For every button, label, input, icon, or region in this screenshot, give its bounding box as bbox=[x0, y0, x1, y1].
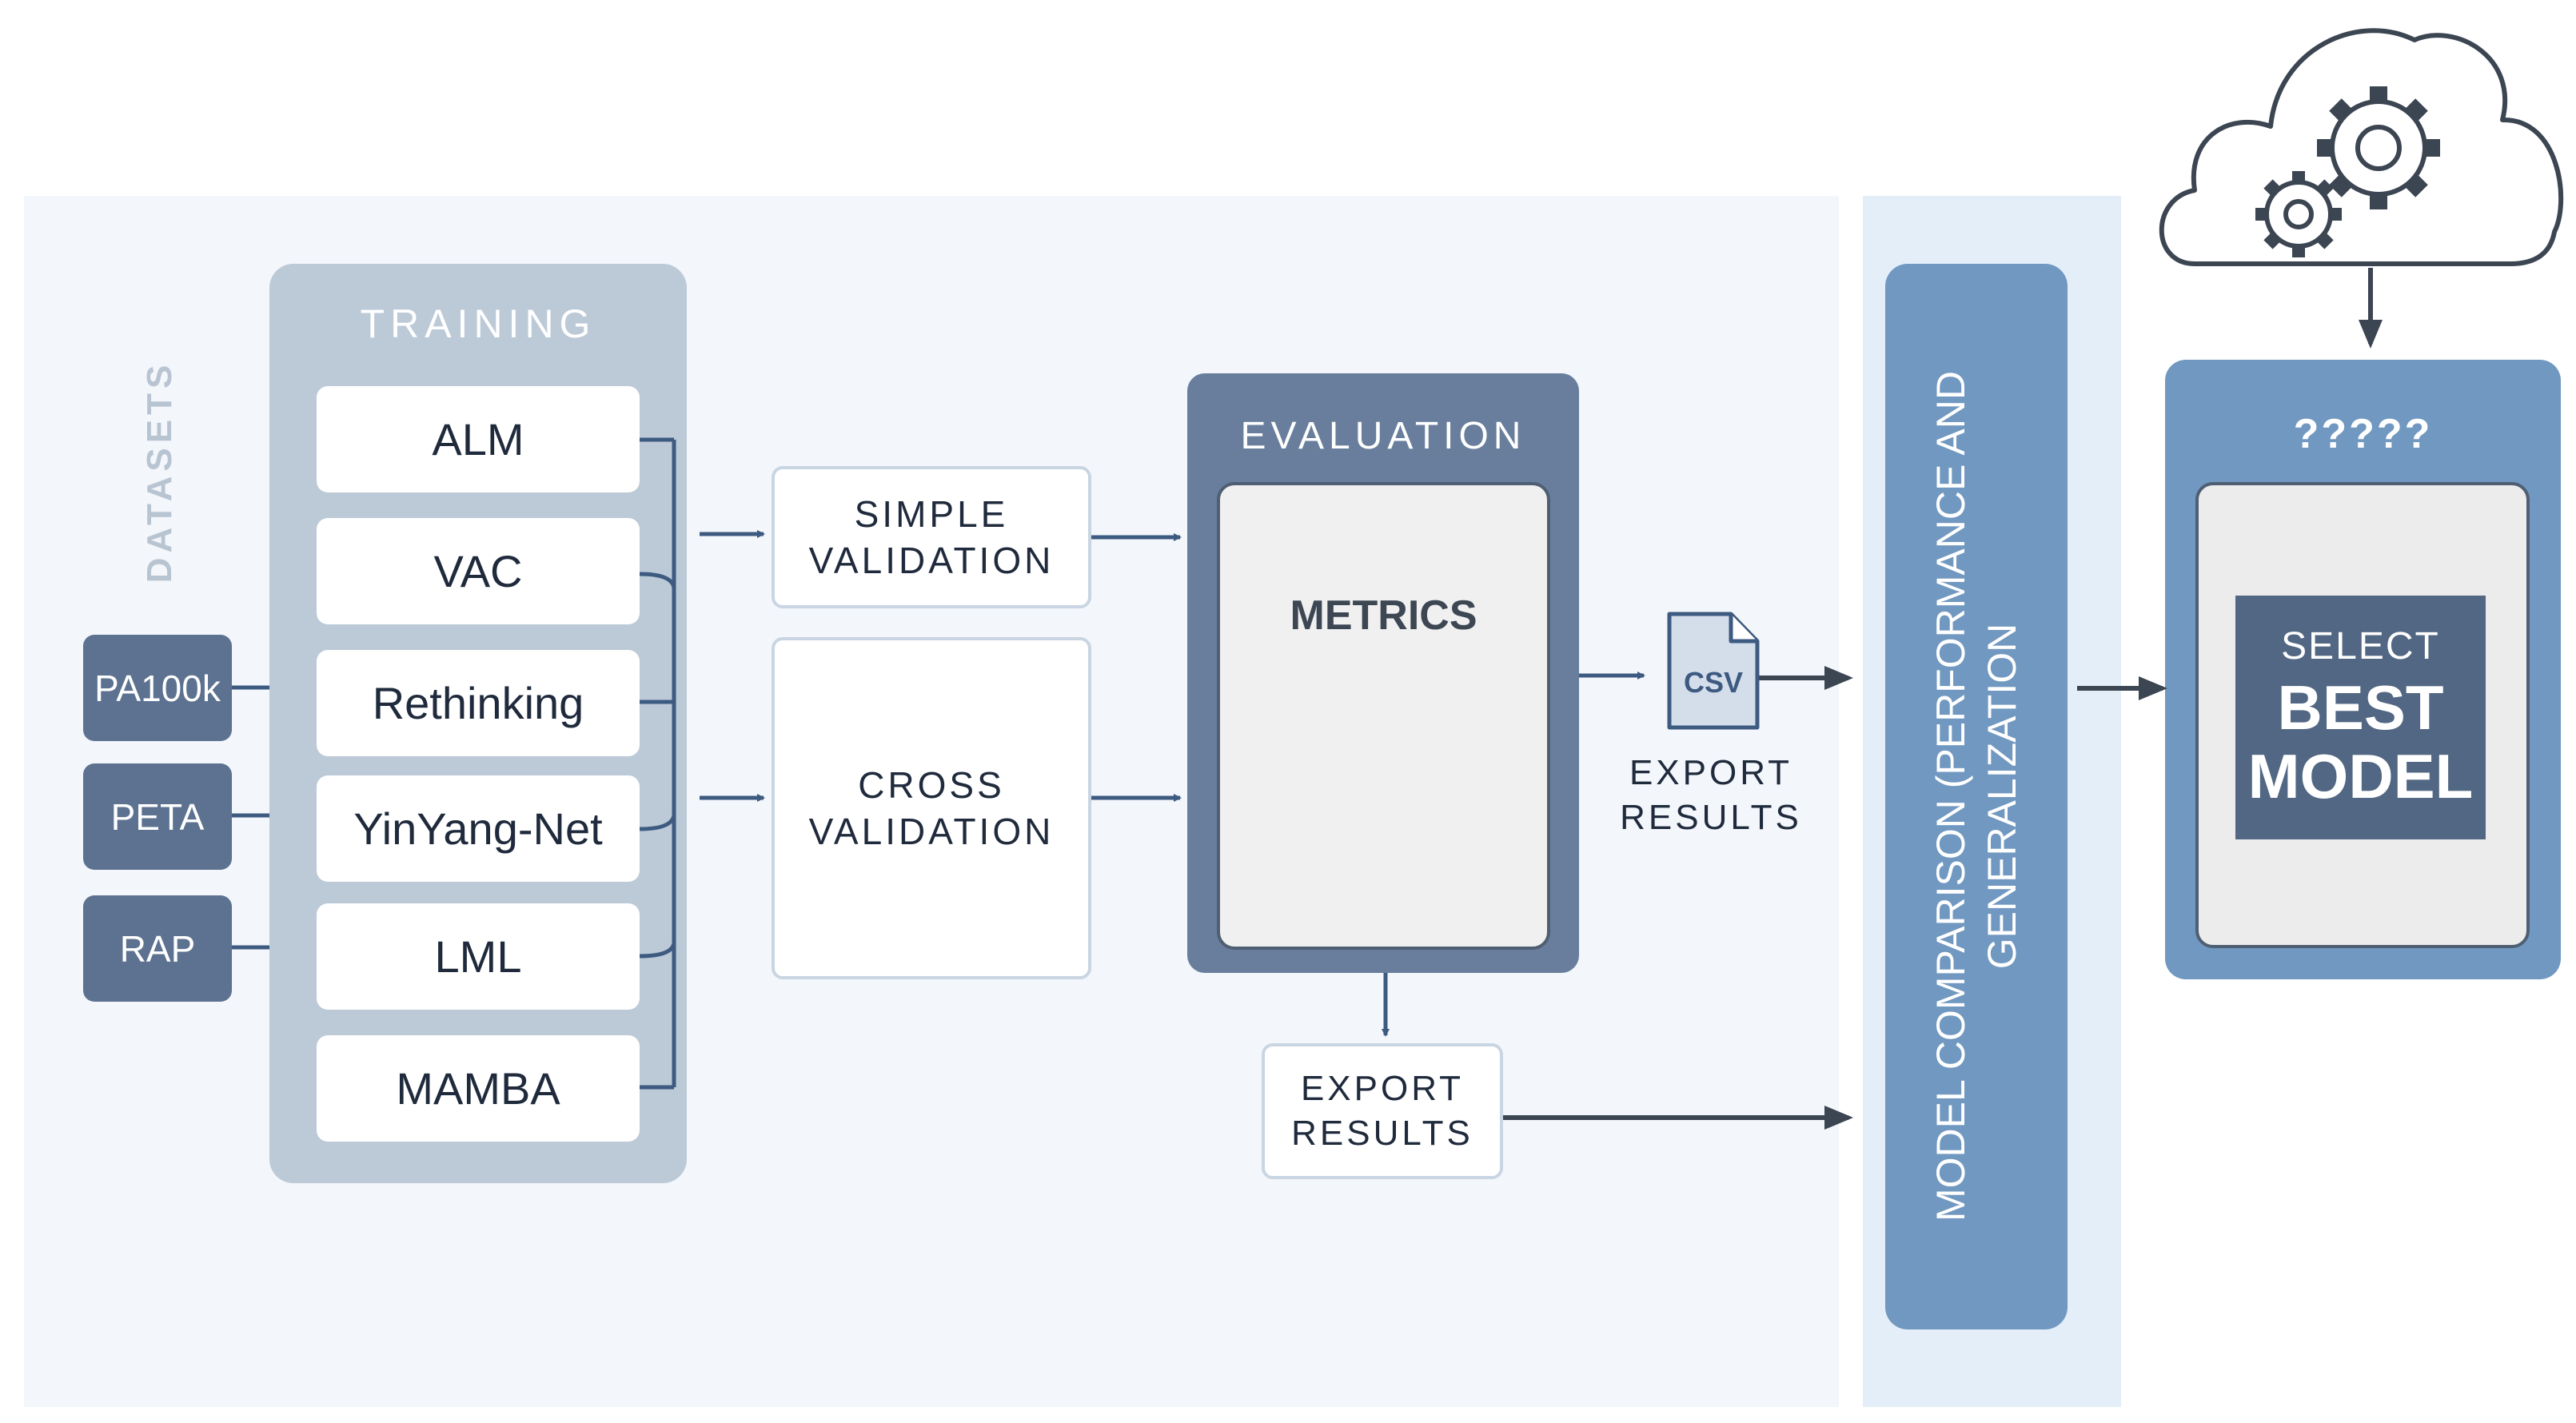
gear-large-icon bbox=[2317, 86, 2440, 209]
model-mamba[interactable]: MAMBA bbox=[317, 1035, 640, 1142]
simple-validation-box[interactable]: SIMPLE VALIDATION bbox=[772, 466, 1091, 608]
cross-validation-box[interactable]: CROSS VALIDATION bbox=[772, 637, 1091, 979]
csv-file-icon: CSV bbox=[1667, 612, 1760, 730]
dataset-pa100k[interactable]: PA100k bbox=[83, 635, 232, 741]
dataset-peta[interactable]: PETA bbox=[83, 763, 232, 870]
model-label: ALM bbox=[432, 414, 524, 464]
model-label: MODEL bbox=[2247, 741, 2474, 811]
model-label: VAC bbox=[433, 546, 523, 596]
dataset-label: PA100k bbox=[94, 667, 221, 709]
model-label: Rethinking bbox=[372, 678, 584, 728]
cross-validation-line-1: CROSS bbox=[858, 764, 1005, 806]
model-comparison-bar[interactable] bbox=[1885, 264, 2068, 1329]
cross-validation-label: CROSS VALIDATION bbox=[775, 756, 1088, 860]
model-lml[interactable]: LML bbox=[317, 903, 640, 1010]
cloud-gears-icon bbox=[2159, 28, 2564, 266]
export-line-2: RESULTS bbox=[1291, 1114, 1473, 1153]
training-title: TRAINING bbox=[360, 301, 596, 346]
gear-small-icon bbox=[2255, 171, 2342, 257]
export-line-1: EXPORT bbox=[1629, 753, 1793, 792]
model-label: YinYang-Net bbox=[353, 803, 603, 854]
select-best-model-button[interactable]: SELECT BEST MODEL bbox=[2235, 596, 2486, 839]
export-results-label-csv: EXPORT RESULTS bbox=[1599, 747, 1823, 843]
csv-label: CSV bbox=[1684, 666, 1743, 699]
metrics-label: METRICS bbox=[1290, 592, 1477, 639]
export-line-2: RESULTS bbox=[1620, 798, 1802, 837]
model-yinyang-net[interactable]: YinYang-Net bbox=[317, 775, 640, 882]
export-line-1: EXPORT bbox=[1300, 1069, 1465, 1108]
evaluation-title: EVALUATION bbox=[1240, 414, 1526, 457]
dataset-rap[interactable]: RAP bbox=[83, 895, 232, 1002]
simple-validation-line-1: SIMPLE bbox=[854, 493, 1009, 535]
dataset-label: PETA bbox=[110, 795, 205, 838]
export-results-box[interactable]: EXPORT RESULTS bbox=[1262, 1043, 1503, 1179]
simple-validation-line-2: VALIDATION bbox=[808, 540, 1055, 581]
select-label: SELECT bbox=[2281, 625, 2440, 668]
final-panel-title: ????? bbox=[2293, 410, 2433, 457]
model-label: LML bbox=[434, 931, 522, 982]
model-rethinking[interactable]: Rethinking bbox=[317, 650, 640, 756]
model-alm[interactable]: ALM bbox=[317, 386, 640, 492]
training-bracket bbox=[639, 437, 676, 1090]
best-label: BEST bbox=[2277, 672, 2444, 743]
model-vac[interactable]: VAC bbox=[317, 518, 640, 624]
dataset-label: RAP bbox=[119, 927, 196, 970]
model-label: MAMBA bbox=[396, 1063, 560, 1114]
cross-validation-line-2: VALIDATION bbox=[808, 811, 1055, 852]
metrics-box[interactable] bbox=[1217, 482, 1550, 950]
